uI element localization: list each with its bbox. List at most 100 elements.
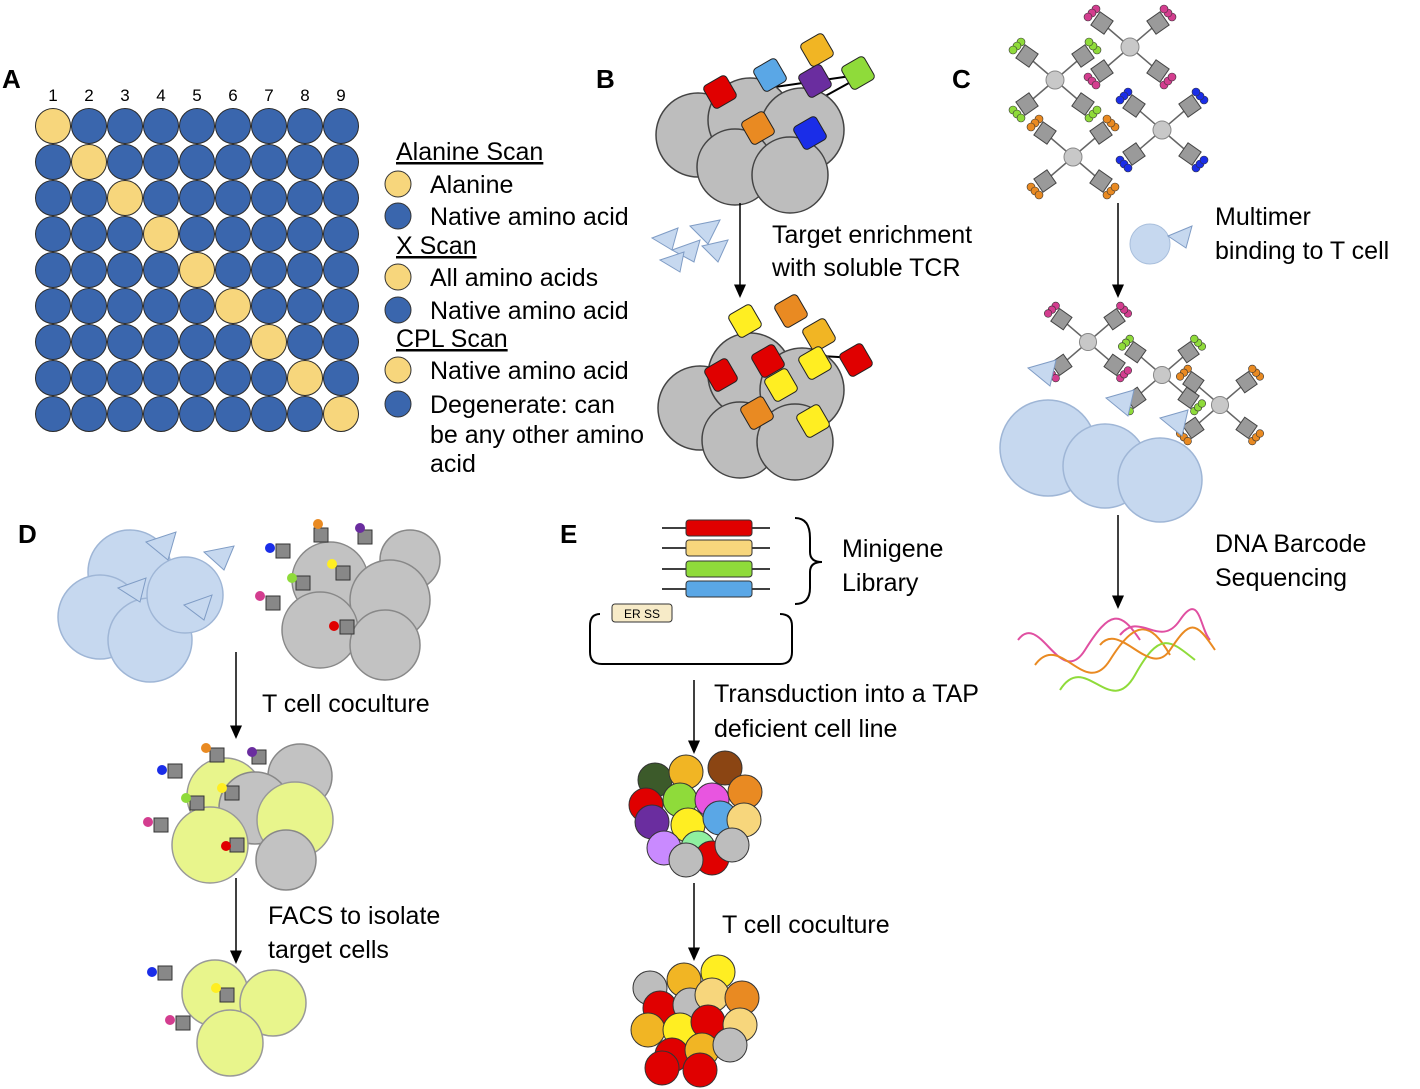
grid-cell-substituted bbox=[179, 252, 215, 288]
mhc-subunit bbox=[1033, 169, 1057, 193]
minigene-label-2: Library bbox=[842, 569, 919, 597]
peptide-bead bbox=[1008, 45, 1018, 55]
gray-cell bbox=[751, 136, 829, 214]
mhc-subunit bbox=[1182, 370, 1205, 394]
grid-cell-native bbox=[323, 180, 359, 216]
peptide-bead bbox=[1092, 105, 1102, 115]
grid-cell-native bbox=[215, 324, 251, 360]
peptide-bead bbox=[1091, 80, 1101, 90]
grid-cell-native bbox=[179, 360, 215, 396]
soluble-tcr-icon bbox=[650, 219, 729, 273]
mhc-subunit bbox=[1050, 307, 1073, 331]
grid-cell-native bbox=[107, 396, 143, 432]
tcr-icon bbox=[182, 594, 213, 621]
grid-cell-native bbox=[35, 360, 71, 396]
er-ss-box bbox=[611, 603, 673, 623]
grid-cell-native bbox=[107, 288, 143, 324]
tcr-icon bbox=[1026, 359, 1057, 387]
bound-multimers bbox=[999, 301, 1264, 523]
grid-cell-native bbox=[71, 324, 107, 360]
peptide-bead bbox=[1255, 429, 1264, 438]
grid-cell-native bbox=[71, 288, 107, 324]
grid-cell-native bbox=[215, 108, 251, 144]
grid-cell-native bbox=[143, 180, 179, 216]
mhc-subunit bbox=[1235, 370, 1258, 394]
peptide-orange bbox=[800, 33, 834, 67]
mhc-subunit bbox=[1146, 11, 1170, 35]
grid-cell-native bbox=[143, 288, 179, 324]
grid-cell-native bbox=[35, 396, 71, 432]
peptide-red bbox=[704, 358, 738, 392]
er-ss-label: ER SS bbox=[624, 607, 660, 621]
mhc-subunit bbox=[1122, 94, 1146, 118]
minigene-library bbox=[662, 517, 823, 605]
vector-plasmid bbox=[589, 613, 793, 665]
peptide-yellow bbox=[764, 368, 798, 402]
grid-cell-native bbox=[143, 396, 179, 432]
grid-cell-native bbox=[323, 252, 359, 288]
read-orange bbox=[1099, 626, 1216, 660]
grid-cell-native bbox=[251, 360, 287, 396]
step-target-enrichment-2: with soluble TCR bbox=[771, 254, 961, 282]
mhc-subunit bbox=[1090, 11, 1114, 35]
legend-yellow-dot bbox=[384, 356, 412, 384]
grid-cell-native bbox=[179, 216, 215, 252]
peptide-bead bbox=[1175, 372, 1185, 381]
grid-cell-native bbox=[215, 216, 251, 252]
tcr-icon bbox=[1166, 225, 1193, 249]
grid-cell-native bbox=[179, 324, 215, 360]
grid-column-numbers: 1 2 3 4 5 6 7 8 9 bbox=[48, 86, 345, 105]
grid-cell-native bbox=[107, 144, 143, 180]
grid-cell-native bbox=[107, 216, 143, 252]
selected-cell bbox=[630, 1012, 666, 1048]
scan-legend: Alanine Scan Alanine Native amino acid X… bbox=[384, 138, 644, 478]
tcr-icon bbox=[202, 545, 235, 571]
column-number: 6 bbox=[228, 86, 237, 105]
grid-cell-substituted bbox=[35, 108, 71, 144]
peptide-library-cells bbox=[655, 33, 875, 214]
peptide-bead bbox=[1083, 12, 1093, 22]
grid-cell-native bbox=[179, 396, 215, 432]
enriched-cells bbox=[657, 294, 873, 481]
peptide-bead bbox=[1116, 301, 1125, 311]
minigene-blue bbox=[685, 580, 753, 598]
mhc-subunit bbox=[1033, 121, 1057, 145]
grid-cell-native bbox=[251, 252, 287, 288]
peptide-orange bbox=[802, 318, 836, 352]
grid-cell-native bbox=[35, 252, 71, 288]
grid-cell-native bbox=[179, 108, 215, 144]
mhc-subunit bbox=[1182, 416, 1205, 440]
grid-cell-native bbox=[323, 324, 359, 360]
peptide-bead bbox=[1115, 95, 1125, 105]
pmhc-icons bbox=[255, 519, 373, 635]
grid-cell-native bbox=[323, 108, 359, 144]
legend-degenerate-line-2: be any other amino bbox=[430, 421, 644, 449]
minigene-yellow bbox=[685, 539, 753, 557]
multimer-core bbox=[1063, 147, 1083, 167]
multimer-core bbox=[1120, 37, 1140, 57]
grid-cell-native bbox=[71, 360, 107, 396]
mhc-subunit bbox=[1089, 169, 1113, 193]
legend-x-scan-title: X Scan bbox=[396, 232, 477, 260]
grid-cell-native bbox=[251, 144, 287, 180]
grid-cell-substituted bbox=[323, 396, 359, 432]
legend-native-3: Native amino acid bbox=[430, 357, 629, 385]
peptide-red bbox=[839, 343, 873, 377]
grid-cell-native bbox=[215, 396, 251, 432]
read-green bbox=[1059, 642, 1196, 692]
grid-cell-native bbox=[323, 360, 359, 396]
peptide-orange bbox=[741, 111, 775, 145]
minigene-green bbox=[685, 560, 753, 578]
read-magenta bbox=[1017, 617, 1141, 663]
panel-label-e: E bbox=[560, 519, 577, 549]
minigene-label-1: Minigene bbox=[842, 535, 943, 563]
dna-barcode-reads bbox=[1017, 608, 1216, 692]
step-facs-2: target cells bbox=[268, 936, 389, 964]
legend-blue-dot bbox=[384, 296, 412, 324]
grid-cell-substituted bbox=[143, 216, 179, 252]
mhc-subunit bbox=[1178, 94, 1202, 118]
mhc-subunit bbox=[1015, 44, 1039, 68]
step-transduction-1: Transduction into a TAP bbox=[714, 680, 979, 708]
grid-cell-native bbox=[107, 252, 143, 288]
